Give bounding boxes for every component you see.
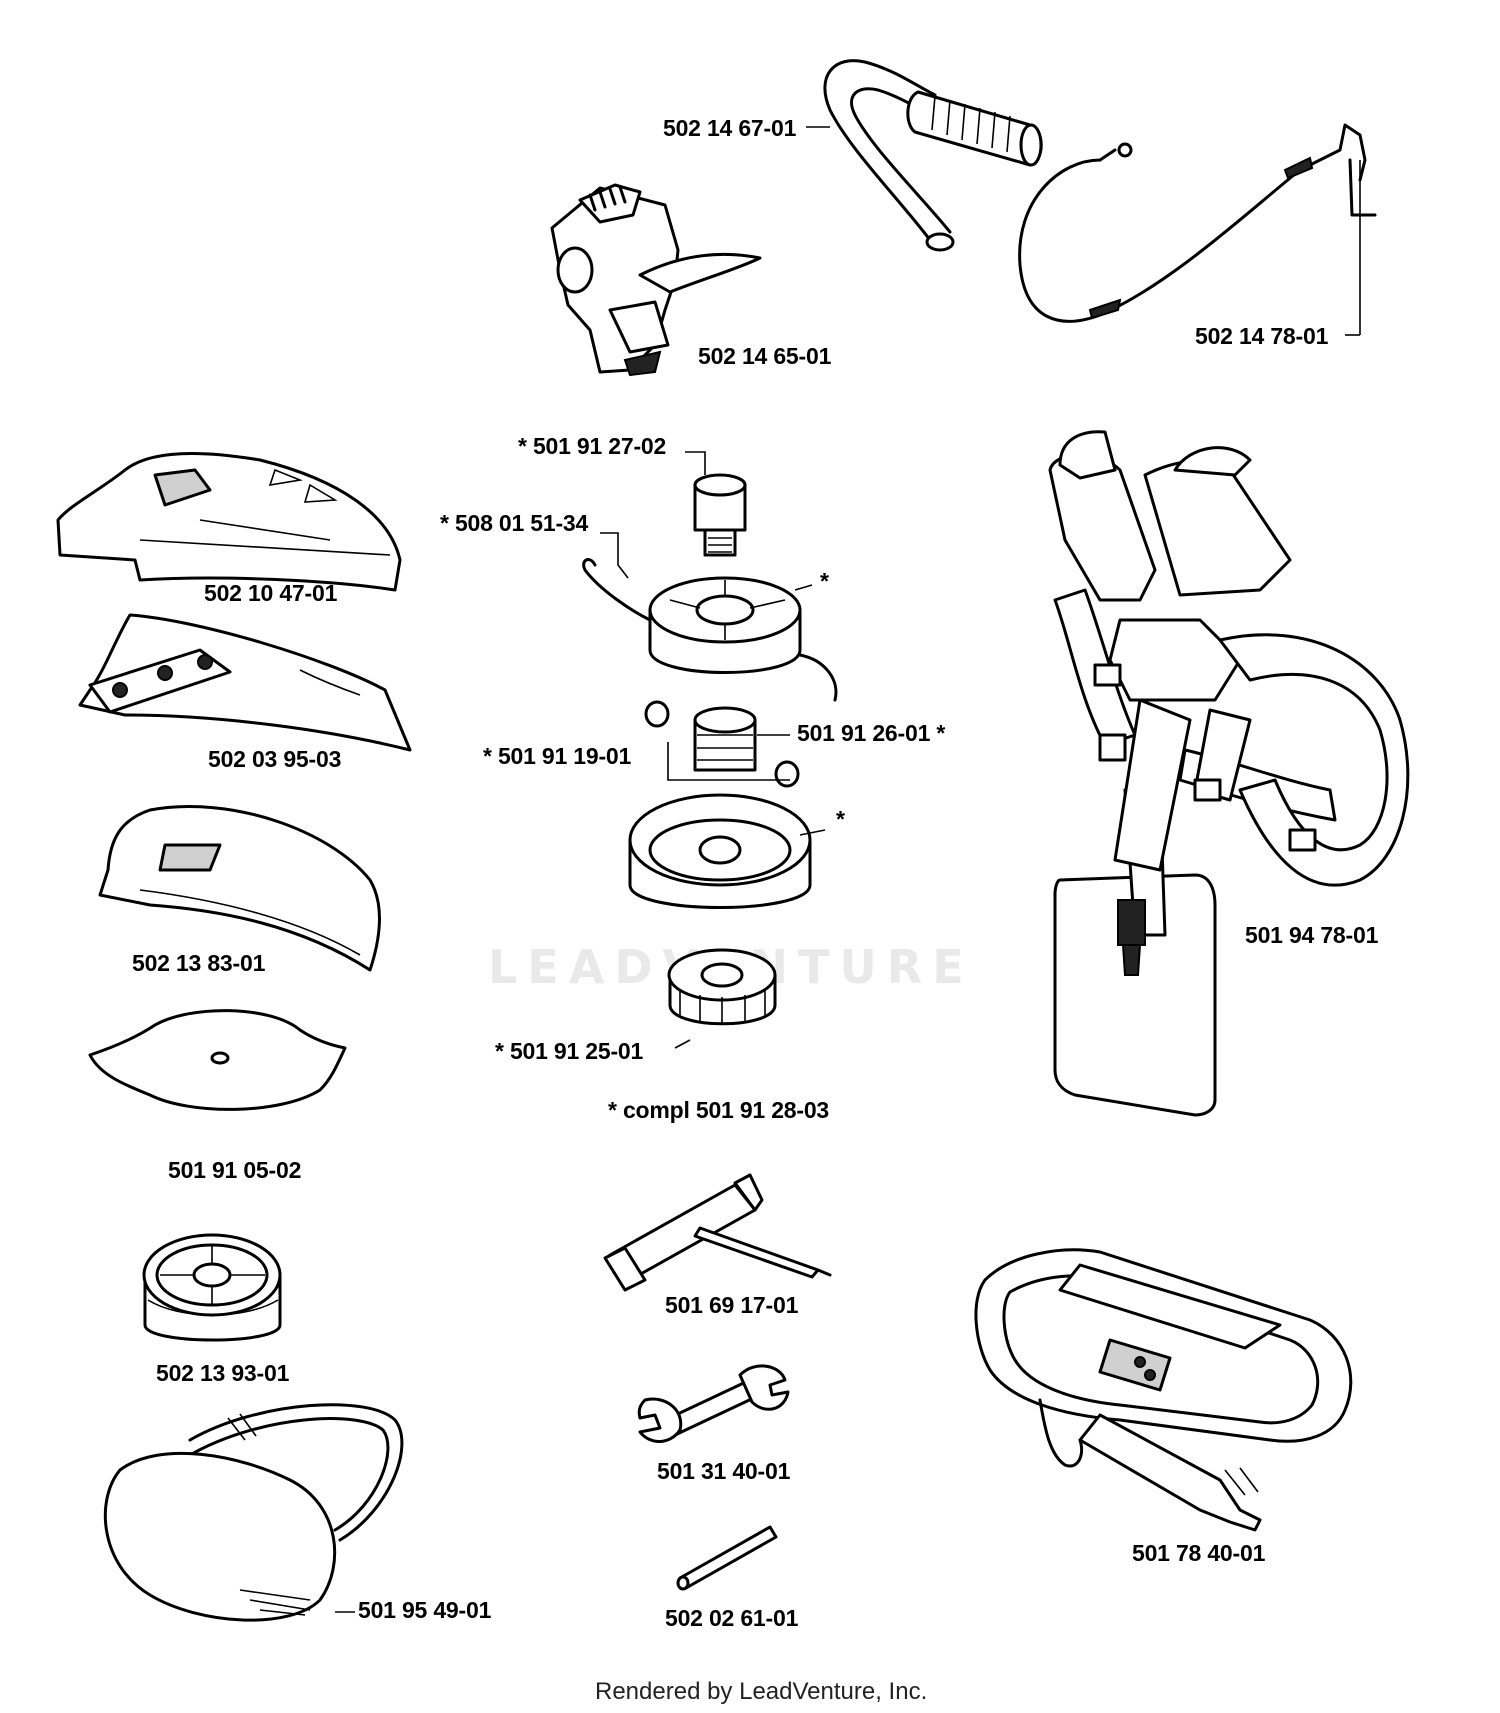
label-guard-2: 502 03 95-03 [208,746,342,772]
star-mark-top-cap: * [820,568,829,594]
pin-drawing [676,1525,778,1591]
label-throttle-housing: 502 14 65-01 [698,343,832,369]
label-shoulder-strap: 501 78 40-01 [1132,1540,1266,1566]
guard-1-drawing [56,451,402,592]
label-handle: 502 14 67-01 [663,115,797,141]
label-hip-pad: 501 95 49-01 [358,1597,492,1623]
label-head-assembly: * compl 501 91 28-03 [608,1097,830,1123]
label-harness: 501 94 78-01 [1245,922,1379,948]
label-guard-1: 502 10 47-01 [204,580,338,606]
label-open-end-wrench: 501 31 40-01 [657,1458,791,1484]
label-eyelets: * 501 91 19-01 [483,743,632,769]
handle-drawing [806,59,1043,252]
label-combination-wrench: 501 69 17-01 [665,1292,799,1318]
open-end-wrench-drawing [637,1364,790,1443]
label-spool: 502 13 93-01 [156,1360,290,1386]
star-mark-housing: * [836,806,845,832]
hip-pad-drawing [103,1403,404,1622]
blade-drawing [88,1009,347,1111]
shoulder-strap-drawing [974,1248,1353,1532]
harness-drawing [1048,430,1410,1117]
throttle-cable-drawing [1018,123,1377,336]
guard-3-drawing [98,805,381,972]
label-pin: 502 02 61-01 [665,1605,799,1631]
label-spring: 501 91 26-01 * [797,720,946,746]
combination-wrench-drawing [603,1173,832,1292]
throttle-housing-drawing [550,183,762,377]
guard-2-drawing [78,613,412,752]
label-blade: 501 91 05-02 [168,1157,302,1183]
trimmer-head-drawing [582,451,838,1049]
label-tap-knob: * 501 91 25-01 [495,1038,644,1064]
label-trimmer-line: * 508 01 51-34 [440,510,589,536]
spool-drawing [142,1233,282,1342]
label-throttle-cable: 502 14 78-01 [1195,323,1329,349]
label-guard-3: 502 13 83-01 [132,950,266,976]
label-head-bolt: * 501 91 27-02 [518,433,667,459]
footer-credit: Rendered by LeadVenture, Inc. [595,1678,928,1705]
